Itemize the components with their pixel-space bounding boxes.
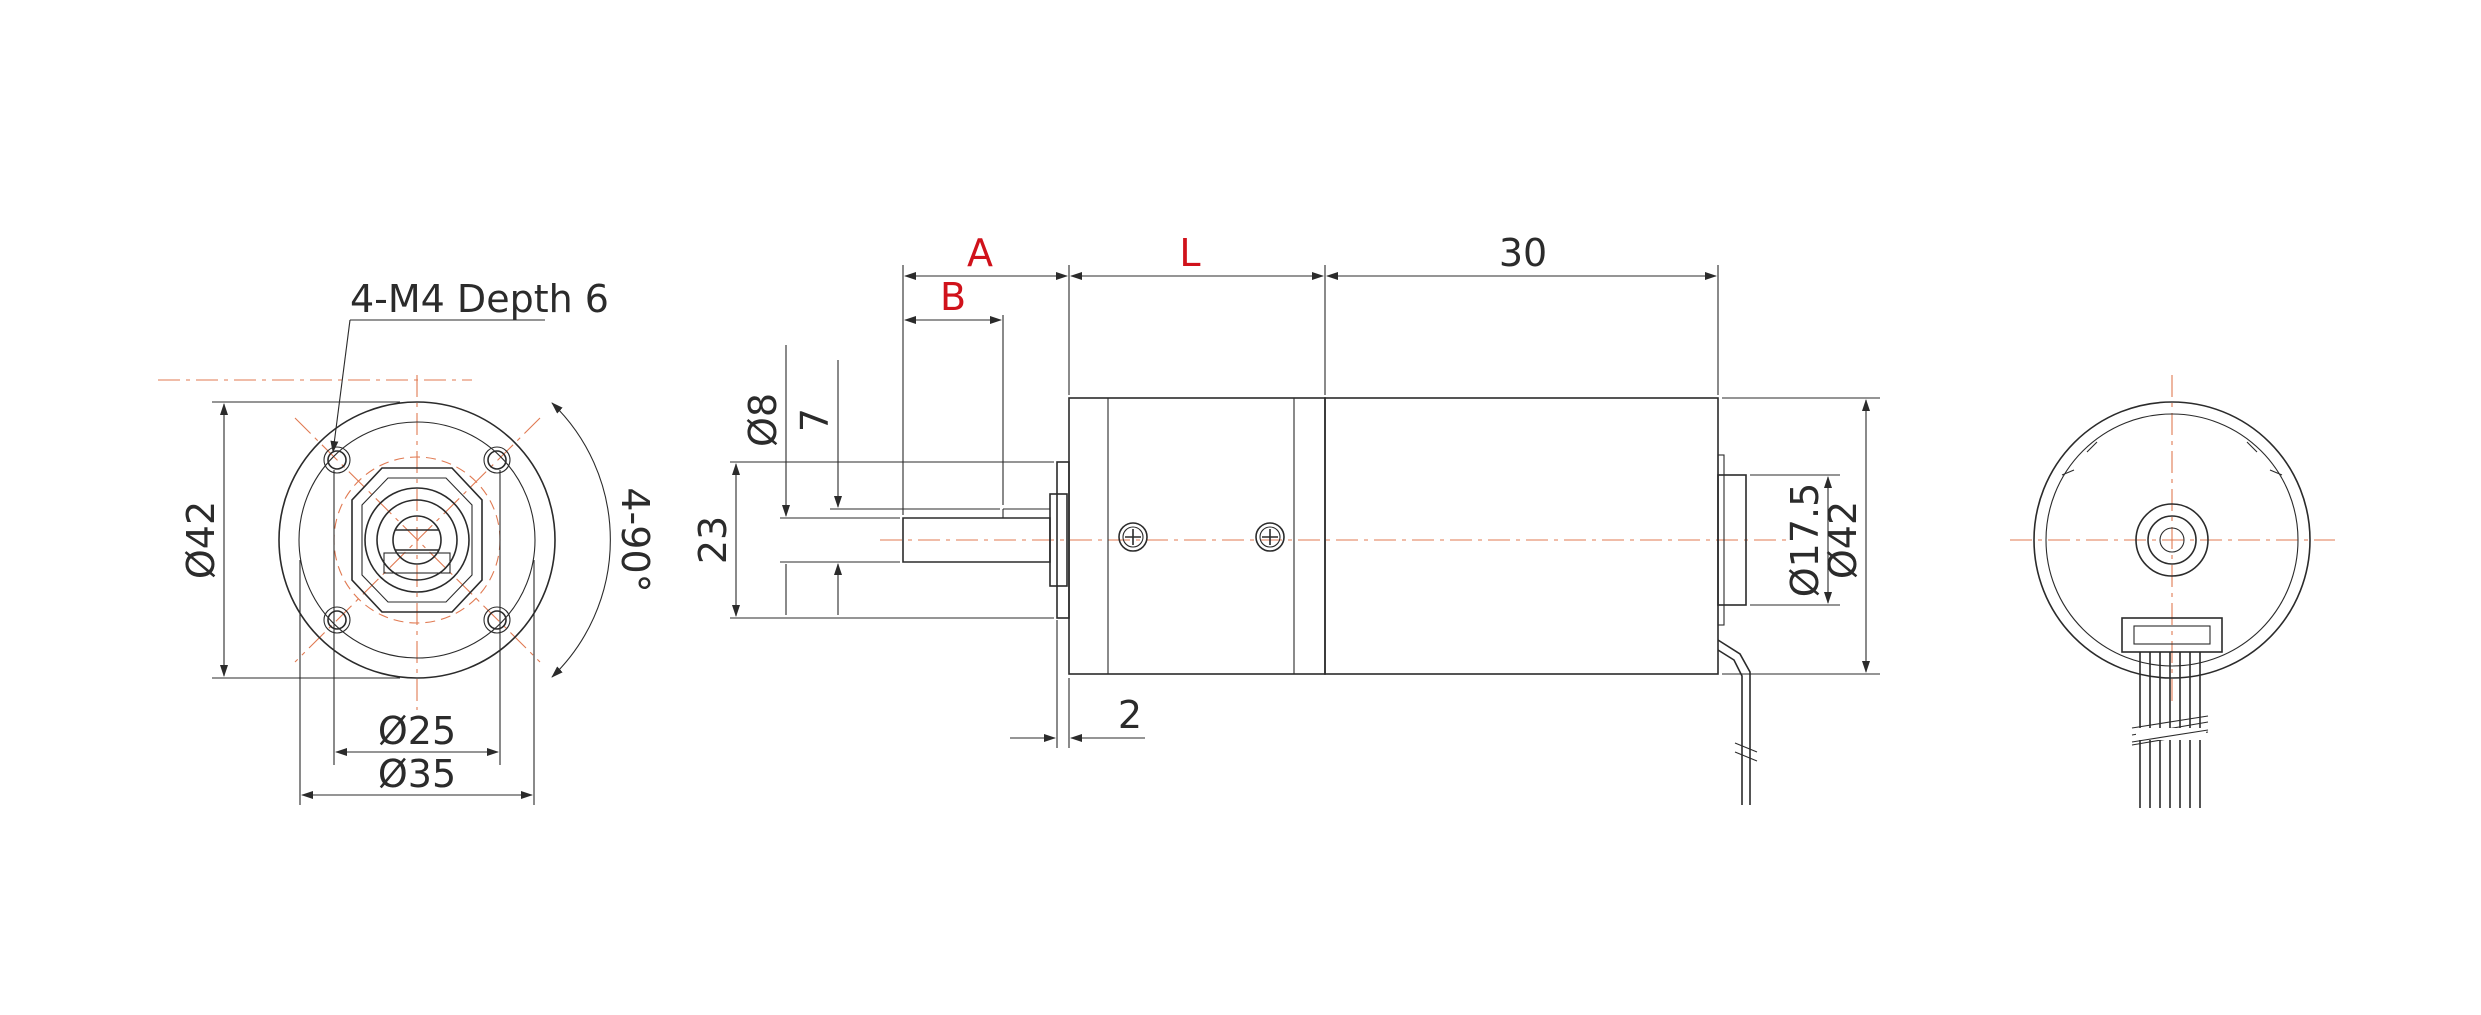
- dim-L-label: L: [1179, 231, 1200, 275]
- angle-arc: [551, 402, 611, 678]
- front-label-25: Ø25: [378, 709, 456, 753]
- motor-body: [1324, 397, 1719, 675]
- front-shaft-bearing: [364, 487, 470, 593]
- dim-23-label: 23: [691, 516, 735, 564]
- dim-42-side-label: Ø42: [1821, 501, 1865, 579]
- front-hole-bl: [327, 610, 347, 630]
- front-hole-bl-outer: [323, 606, 351, 634]
- front-boss-inner: [361, 477, 473, 603]
- rear-wires: [2131, 652, 2209, 808]
- front-shaft: [392, 515, 442, 565]
- lead-wire-a: [1717, 639, 1751, 805]
- dim-17-label: Ø17.5: [1783, 483, 1827, 598]
- rear-shaft: [2159, 527, 2185, 553]
- rear-inner-ring: [2045, 413, 2299, 667]
- front-centerline-diag2: [294, 417, 541, 663]
- lead-wire-break: [1734, 742, 1758, 762]
- dim-7-label: 7: [793, 408, 837, 432]
- rear-boss-inner: [2147, 515, 2197, 565]
- screw-2-icon: [1255, 522, 1285, 552]
- front-shaft-collar: [376, 499, 458, 581]
- front-boss-side: [1049, 493, 1068, 587]
- screw-1-icon: [1118, 522, 1148, 552]
- front-label-35: Ø35: [378, 752, 456, 796]
- front-shaft-flat: [395, 529, 439, 551]
- gearbox-body: [1068, 397, 1326, 675]
- front-hole-br: [487, 610, 507, 630]
- front-boss: [351, 467, 483, 613]
- angle-label: 4-90°: [613, 487, 657, 592]
- rear-connector-inner: [2133, 625, 2211, 645]
- rear-view: [2010, 375, 2335, 808]
- front-hole-tr-outer: [483, 446, 511, 474]
- rear-outer-circle: [2033, 401, 2311, 679]
- front-key: [383, 552, 451, 574]
- thread-leader-arrow: [330, 319, 351, 453]
- side-view: A B L 30 Ø8 7 23 2 Ø17.5 Ø42: [691, 231, 1880, 805]
- rear-notches: [2061, 441, 2283, 476]
- front-flange-circle: [298, 421, 536, 659]
- dim-8-label: Ø8: [741, 393, 785, 447]
- dim-B-label: B: [940, 275, 966, 319]
- thread-callout: 4-M4 Depth 6: [350, 277, 609, 321]
- front-view: 4-M4 Depth 6 Ø42 Ø25 Ø35 4-90°: [158, 277, 657, 805]
- rear-boss: [2135, 503, 2209, 577]
- rear-connector: [2121, 617, 2223, 653]
- lead-wire-b: [1717, 649, 1743, 805]
- dim-2-label: 2: [1118, 693, 1142, 737]
- dim-A-label: A: [967, 231, 993, 275]
- front-hole-tr: [487, 450, 507, 470]
- front-label-42: Ø42: [179, 501, 223, 579]
- front-hole-br-outer: [483, 606, 511, 634]
- rear-cap: [1717, 454, 1725, 626]
- dim-30-label: 30: [1499, 231, 1547, 275]
